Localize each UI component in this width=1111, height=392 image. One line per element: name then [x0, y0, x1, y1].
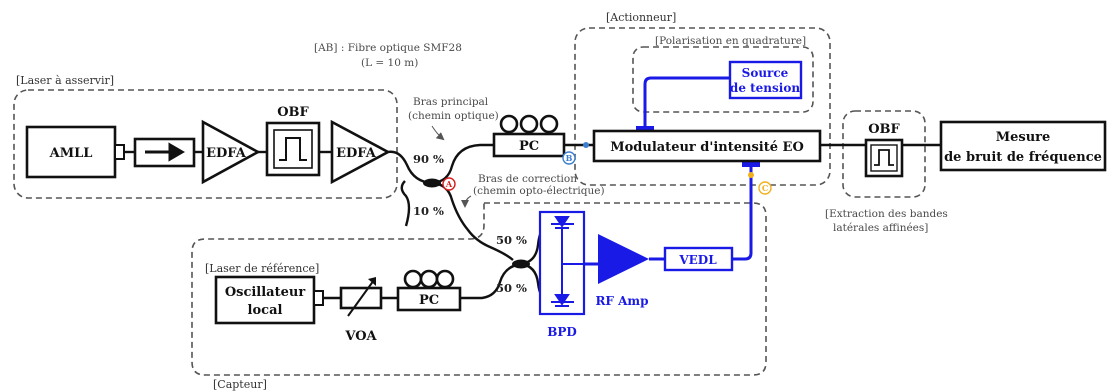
- actuator-group-frame: [574, 27, 831, 186]
- split-50-bottom-label: 50 %: [496, 281, 527, 295]
- sensor-group-label: [Capteur]: [213, 378, 267, 391]
- pc-main-paddles-icon: [499, 114, 559, 134]
- split-90-label: 90 %: [413, 152, 444, 166]
- obf1-box-inner: [273, 129, 313, 169]
- correction-arm-pointer: [461, 195, 472, 208]
- edfa1-label: EDFA: [206, 146, 247, 161]
- edfa2-triangle: [330, 119, 391, 185]
- marker-b-icon: B: [562, 151, 576, 165]
- correction-arm-line2: (chemin opto-électrique): [473, 185, 605, 197]
- pc-main-box: [492, 132, 566, 158]
- edfa1-triangle: [201, 119, 261, 185]
- fiber-note-line2: (L = 10 m): [361, 57, 418, 69]
- vedl-label: VEDL: [678, 253, 717, 267]
- coupler2: [512, 259, 530, 269]
- photodiode-top-icon: [551, 216, 574, 264]
- voltage-source-line1: Source: [742, 66, 789, 80]
- bpd-label: BPD: [547, 325, 577, 339]
- pc-ref-paddles-icon: [403, 269, 455, 289]
- split-50-top-label: 50 %: [496, 233, 527, 247]
- obf2-box-inner: [870, 144, 898, 172]
- main-arm-pointer: [431, 125, 445, 141]
- elec-vedl-modulator: [732, 163, 753, 261]
- obf-extraction-frame: [842, 110, 926, 198]
- voltage-source-line2: de tension: [730, 81, 800, 95]
- svg-text:A: A: [445, 179, 453, 189]
- voa-label: VOA: [344, 329, 377, 344]
- rf-amp-triangle: [598, 234, 649, 284]
- modulator-rf-dot: [748, 172, 754, 178]
- isolator-arrow-icon: [145, 142, 185, 162]
- fiber-coupler1-main-out: [431, 143, 494, 185]
- extraction-label-line1: [Extraction des bandes: [825, 208, 948, 220]
- fiber-coupler1-in: [387, 150, 433, 185]
- photodiode-bottom-icon: [551, 264, 574, 307]
- modulator-input-dot: [583, 142, 589, 148]
- measure-line1: Mesure: [996, 130, 1051, 145]
- modulator-rf-port: [742, 161, 760, 167]
- amll-connector: [114, 144, 125, 160]
- actuator-group-label: [Actionneur]: [606, 11, 676, 24]
- modulator-label: Modulateur d'intensité EO: [610, 140, 804, 155]
- oscillator-connector: [313, 290, 324, 306]
- modulator-bias-port: [636, 126, 654, 132]
- edfa2-label: EDFA: [336, 146, 377, 161]
- correction-arm-line1: Bras de correction: [478, 173, 577, 185]
- pc-ref-box: [396, 286, 462, 312]
- polarization-group-frame: [632, 46, 814, 113]
- voa-arrowhead: [368, 277, 376, 286]
- coupler1: [423, 178, 441, 188]
- svg-text:B: B: [566, 153, 573, 163]
- marker-a-icon: A: [442, 177, 456, 191]
- modulator-box: [592, 129, 822, 163]
- fiber-coupler1-in-loop: [400, 180, 411, 227]
- obf2-label: OBF: [868, 122, 900, 137]
- oscillator-line1: Oscillateur: [225, 285, 306, 300]
- extraction-label-line2: latérales affinées]: [833, 222, 928, 234]
- oscillator-box: [214, 275, 316, 325]
- measure-box: [939, 120, 1107, 172]
- marker-c-icon: C: [758, 181, 772, 195]
- polarization-group-label: [Polarisation en quadrature]: [655, 35, 806, 47]
- sensor-group-frame: [191, 202, 767, 376]
- bandpass-filter-icon-2: [874, 149, 894, 166]
- laser-group-frame: [13, 89, 398, 199]
- rf-amp-label: RF Amp: [595, 294, 648, 308]
- split-10-label: 10 %: [413, 204, 444, 218]
- voa-attenuator-icon: [347, 279, 375, 317]
- bandpass-filter-icon: [279, 137, 307, 161]
- measure-line2: de bruit de fréquence: [944, 150, 1102, 165]
- fiber-pc-coupler2: [460, 262, 522, 300]
- fiber-coupler1-corr-out: [431, 181, 514, 261]
- obf1-label: OBF: [277, 105, 309, 120]
- laser-group-label: [Laser à asservir]: [16, 74, 114, 87]
- reference-group-label: [Laser de référence]: [205, 262, 319, 275]
- fiber-note-line1: [AB] : Fibre optique SMF28: [314, 42, 462, 54]
- main-arm-line2: (chemin optique): [408, 110, 499, 122]
- oscillator-line2: local: [248, 303, 283, 318]
- svg-text:C: C: [762, 183, 768, 193]
- pc-ref-label: PC: [419, 293, 439, 308]
- elec-source-modulator: [643, 76, 730, 129]
- voltage-source-box: [728, 60, 803, 100]
- main-arm-line1: Bras principal: [413, 96, 489, 108]
- amll-label: AMLL: [49, 146, 93, 161]
- vedl-box: [663, 246, 734, 272]
- pc-main-label: PC: [519, 139, 539, 154]
